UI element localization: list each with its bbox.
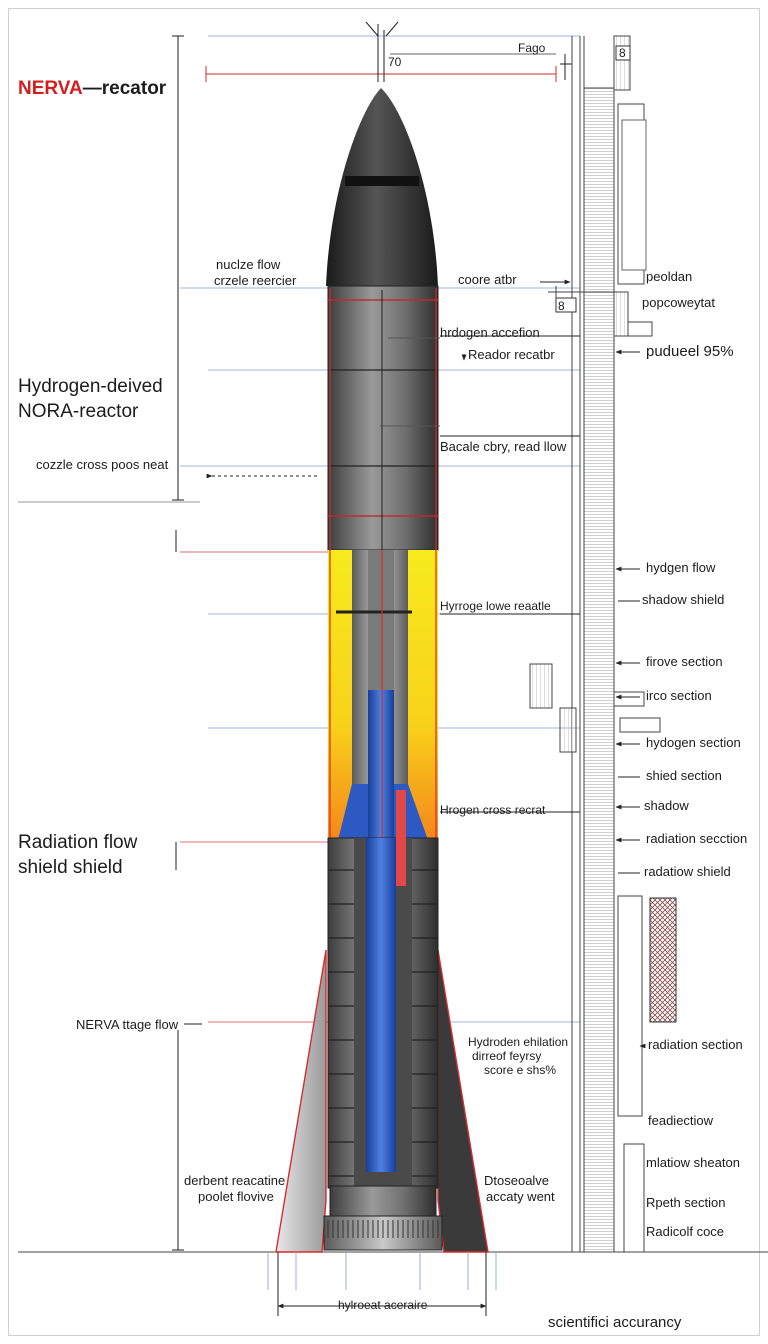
left-leaders [184,337,440,1025]
bottom-ticks [267,1252,497,1290]
diagram-title: NERVA—recator [18,78,166,100]
box-tag-1: 8 [558,299,565,313]
nose-band [345,176,419,186]
hatched-panel [649,897,677,1023]
sheet-border [8,8,760,1336]
label-hydgen-flow: hydgen flow [646,560,716,575]
label-firove: firove section [646,654,723,669]
label-shadow-shield: shadow shield [642,592,725,607]
box-tag-1-frame [555,297,577,313]
bottom-span [277,1252,487,1316]
title-part-1: NERVA [18,78,83,99]
label-hydrogen-derived: Hydrogen-deived [18,376,163,397]
lower-rings [328,869,438,1177]
coolant-blue-upper [368,690,394,840]
label-dtosecalve-2: accaty went [486,1189,555,1204]
label-hydroden-1: Hydroden ehilation [468,1035,569,1049]
label-radiatiow-shield: radatiow shield [644,864,731,879]
label-reador: Reador recatbr [468,347,555,362]
label-cozzle: cozzle cross poos neat [36,457,169,472]
top-dimension-ticks [365,21,572,82]
label-feadiectiow: feadiectiow [648,1113,714,1128]
coolant-cone [338,784,368,840]
label-hydrogen-accel: hrdogen accefion [440,325,540,340]
label-nozzle-flow-1: nuclze flow [216,257,281,272]
label-radiation-flow: Radiation flow [18,832,138,853]
label-derbent-1: derbent reacatine [184,1173,286,1188]
right-arrows [440,279,646,1049]
label-nerva-stage: NERVA ttage flow [76,1017,179,1032]
label-rpeth: Rpeth section [646,1195,726,1210]
red-guide-lines [180,551,330,1023]
label-pudueel: pudueel 95% [646,343,734,360]
hot-red-lines [329,550,437,840]
label-radiation-section-2: radiation section [648,1037,743,1052]
label-nora-reactor: NORA-reactor [18,401,139,422]
fin-left [275,949,327,1253]
label-nozzle-flow-2: crzele reercier [214,273,297,288]
nozzle-teeth [327,1220,439,1238]
side-column [529,35,661,1253]
label-popcoweyat: popcoweytat [642,295,715,310]
label-hydrogen-section: hydogen section [646,735,741,750]
box-tag-2: 8 [619,46,626,60]
reactor-upper [327,285,439,551]
label-hydroden-2: dirreof feyrsy [472,1049,542,1063]
label-peoldan: peoldan [646,269,693,284]
label-hrogen-cross: Hrogen cross recrat [440,803,546,817]
label-derbent-2: poolet flovive [198,1189,274,1204]
label-radiation-section-1: radiation secction [646,831,748,846]
nozzle-collar [329,1185,437,1217]
label-shadow: shadow [644,798,689,813]
box-tag-2-frame [615,45,631,61]
red-channel [396,790,406,886]
top-dimension [205,66,557,82]
reactor-red-lines [328,288,438,550]
label-radicolf: Radicolf coce [646,1224,725,1239]
label-shied-section: shied section [646,768,722,783]
footer-text: scientifici accurancy [548,1314,682,1331]
label-span: hylroeat aceraire [338,1298,428,1312]
label-dtosecalve-1: Dtoseoalve [484,1173,550,1188]
label-irco: irco section [646,688,712,703]
label-hydroden-3: score e shs% [484,1063,557,1077]
label-bacale: Bacale cbry, read llow [440,439,567,454]
top-dimension-a: 70 [388,55,402,69]
fin-right [437,949,489,1253]
label-shield-shield: shield shield [18,857,123,878]
title-part-2: —recator [82,78,167,99]
label-hyrroge: Hyrroge lowe reaatle [440,599,551,613]
label-mlatiow: mlatiow sheaton [646,1155,740,1170]
nose-cone [326,88,438,286]
top-dimension-b: Fago [518,41,546,55]
coolant-blue-lower [366,838,396,1172]
label-core-abr: coore atbr [458,272,517,287]
